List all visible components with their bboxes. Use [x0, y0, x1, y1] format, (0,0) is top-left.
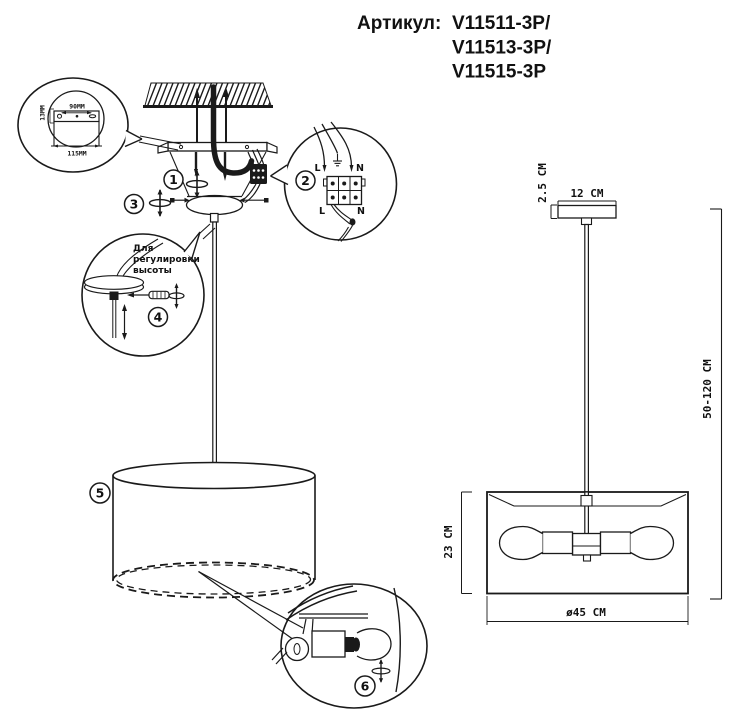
bulb-right: [630, 525, 675, 561]
locking-nut: [284, 636, 310, 662]
ground-icon: [333, 154, 342, 167]
output-cable: [330, 204, 356, 242]
dimension-view: 12 CM 2.5 CM 50-120 CM: [442, 163, 723, 625]
ceiling-screws: [194, 87, 229, 143]
canopy: [185, 194, 244, 223]
socket-assembly: [271, 618, 346, 665]
detail-bulb-installation: 6: [198, 570, 428, 709]
plate-width-label: 115MM: [67, 150, 86, 158]
callout-1-number: 1: [169, 172, 178, 187]
double-arrow-icon: [122, 304, 127, 340]
dimension-bar-height: 13MM: [39, 105, 54, 124]
rod-coupler: [580, 217, 593, 226]
callout-4-number: 4: [154, 310, 163, 325]
mounting-plate: [47, 90, 105, 148]
callout-6: 6: [354, 675, 376, 697]
light-bulb: [345, 628, 392, 661]
callout-5-number: 5: [96, 486, 105, 501]
bracket-bar-top-view: [51, 110, 102, 147]
terminal-connector: [247, 148, 267, 184]
bar-height-label: 13MM: [39, 105, 47, 121]
callout-1: 1: [163, 169, 184, 190]
model-line-1: V11511-3P/: [452, 13, 551, 34]
dimension-suspension-range: 50-120 CM: [701, 208, 723, 600]
shade-height-label: 23 CM: [442, 525, 455, 558]
model-line-3: V11515-3P: [452, 62, 546, 83]
callout-2-number: 2: [301, 173, 310, 188]
callout-2: 2: [295, 170, 316, 191]
height-note-line-3: высоты: [133, 266, 172, 276]
shade-rim-magnified: [285, 585, 401, 693]
mounting-bar: [157, 141, 278, 154]
shade-bottom-rim: [112, 561, 315, 599]
canopy-width-label: 12 CM: [570, 187, 603, 200]
title-block: Артикул: V11511-3P/ V11513-3P/ V11515-3P: [357, 13, 552, 83]
dimension-hole-spacing: 90MM: [61, 103, 92, 115]
socket-right: [599, 531, 632, 555]
thumbscrew-icon: [127, 283, 185, 309]
ceiling: [143, 82, 273, 108]
callout-3: 3: [123, 193, 145, 215]
shade-diameter-label: ø45 CM: [566, 606, 606, 619]
pendant-rod: [584, 223, 589, 536]
dimension-canopy-height: 2.5 CM: [536, 163, 557, 219]
drum-shade: [112, 461, 316, 599]
bulb-left: [498, 525, 543, 561]
live-label-bottom: L: [319, 206, 325, 217]
inner-coupler: [580, 494, 593, 507]
callout-5: 5: [89, 482, 111, 504]
suspension-rod: [212, 221, 218, 464]
screw-icon: [185, 169, 209, 199]
neutral-label-top: N: [356, 163, 364, 174]
canopy-set-screw-left: [170, 197, 190, 203]
socket-left: [541, 531, 574, 555]
callout-6-number: 6: [361, 679, 370, 694]
canopy-disc: [83, 275, 145, 300]
neutral-label-bottom: N: [357, 206, 365, 217]
canopy-set-screw-right: [239, 197, 269, 203]
callout-3-number: 3: [130, 197, 139, 212]
pointer-wedge: [198, 570, 304, 641]
height-note-line-2: регулировки: [133, 255, 200, 265]
power-cable: [210, 84, 255, 176]
leader-lines-bracket: [138, 135, 182, 151]
terminal-block-detail: [323, 175, 366, 206]
screw-icon: [148, 188, 172, 218]
detail-bracket-dimensions: 90MM 115MM 13MM: [17, 77, 143, 173]
dimension-shade-height: 23 CM: [442, 491, 472, 594]
hole-spacing-label: 90MM: [69, 103, 85, 111]
shade-section: [486, 491, 689, 595]
canopy-profile: [557, 204, 617, 219]
detail-wiring: L N L N 2: [270, 121, 398, 242]
dimension-canopy-width: 12 CM: [557, 187, 617, 207]
supply-wires: [313, 121, 354, 172]
live-label-top: L: [314, 163, 320, 174]
callout-4: 4: [147, 306, 169, 328]
dimension-plate-width: 115MM: [53, 144, 100, 158]
ceiling-hatch: [145, 83, 271, 106]
model-line-2: V11513-3P/: [452, 38, 552, 59]
lamp-socket: [311, 630, 346, 658]
dimension-shade-diameter: ø45 CM: [486, 596, 689, 625]
suspension-range-label: 50-120 CM: [701, 359, 714, 419]
canopy-height-label: 2.5 CM: [536, 163, 549, 203]
title-label: Артикул:: [357, 13, 441, 34]
detail-height-adjustment: Для регулировки высоты: [81, 231, 205, 357]
leader-lines-height: [198, 223, 216, 240]
